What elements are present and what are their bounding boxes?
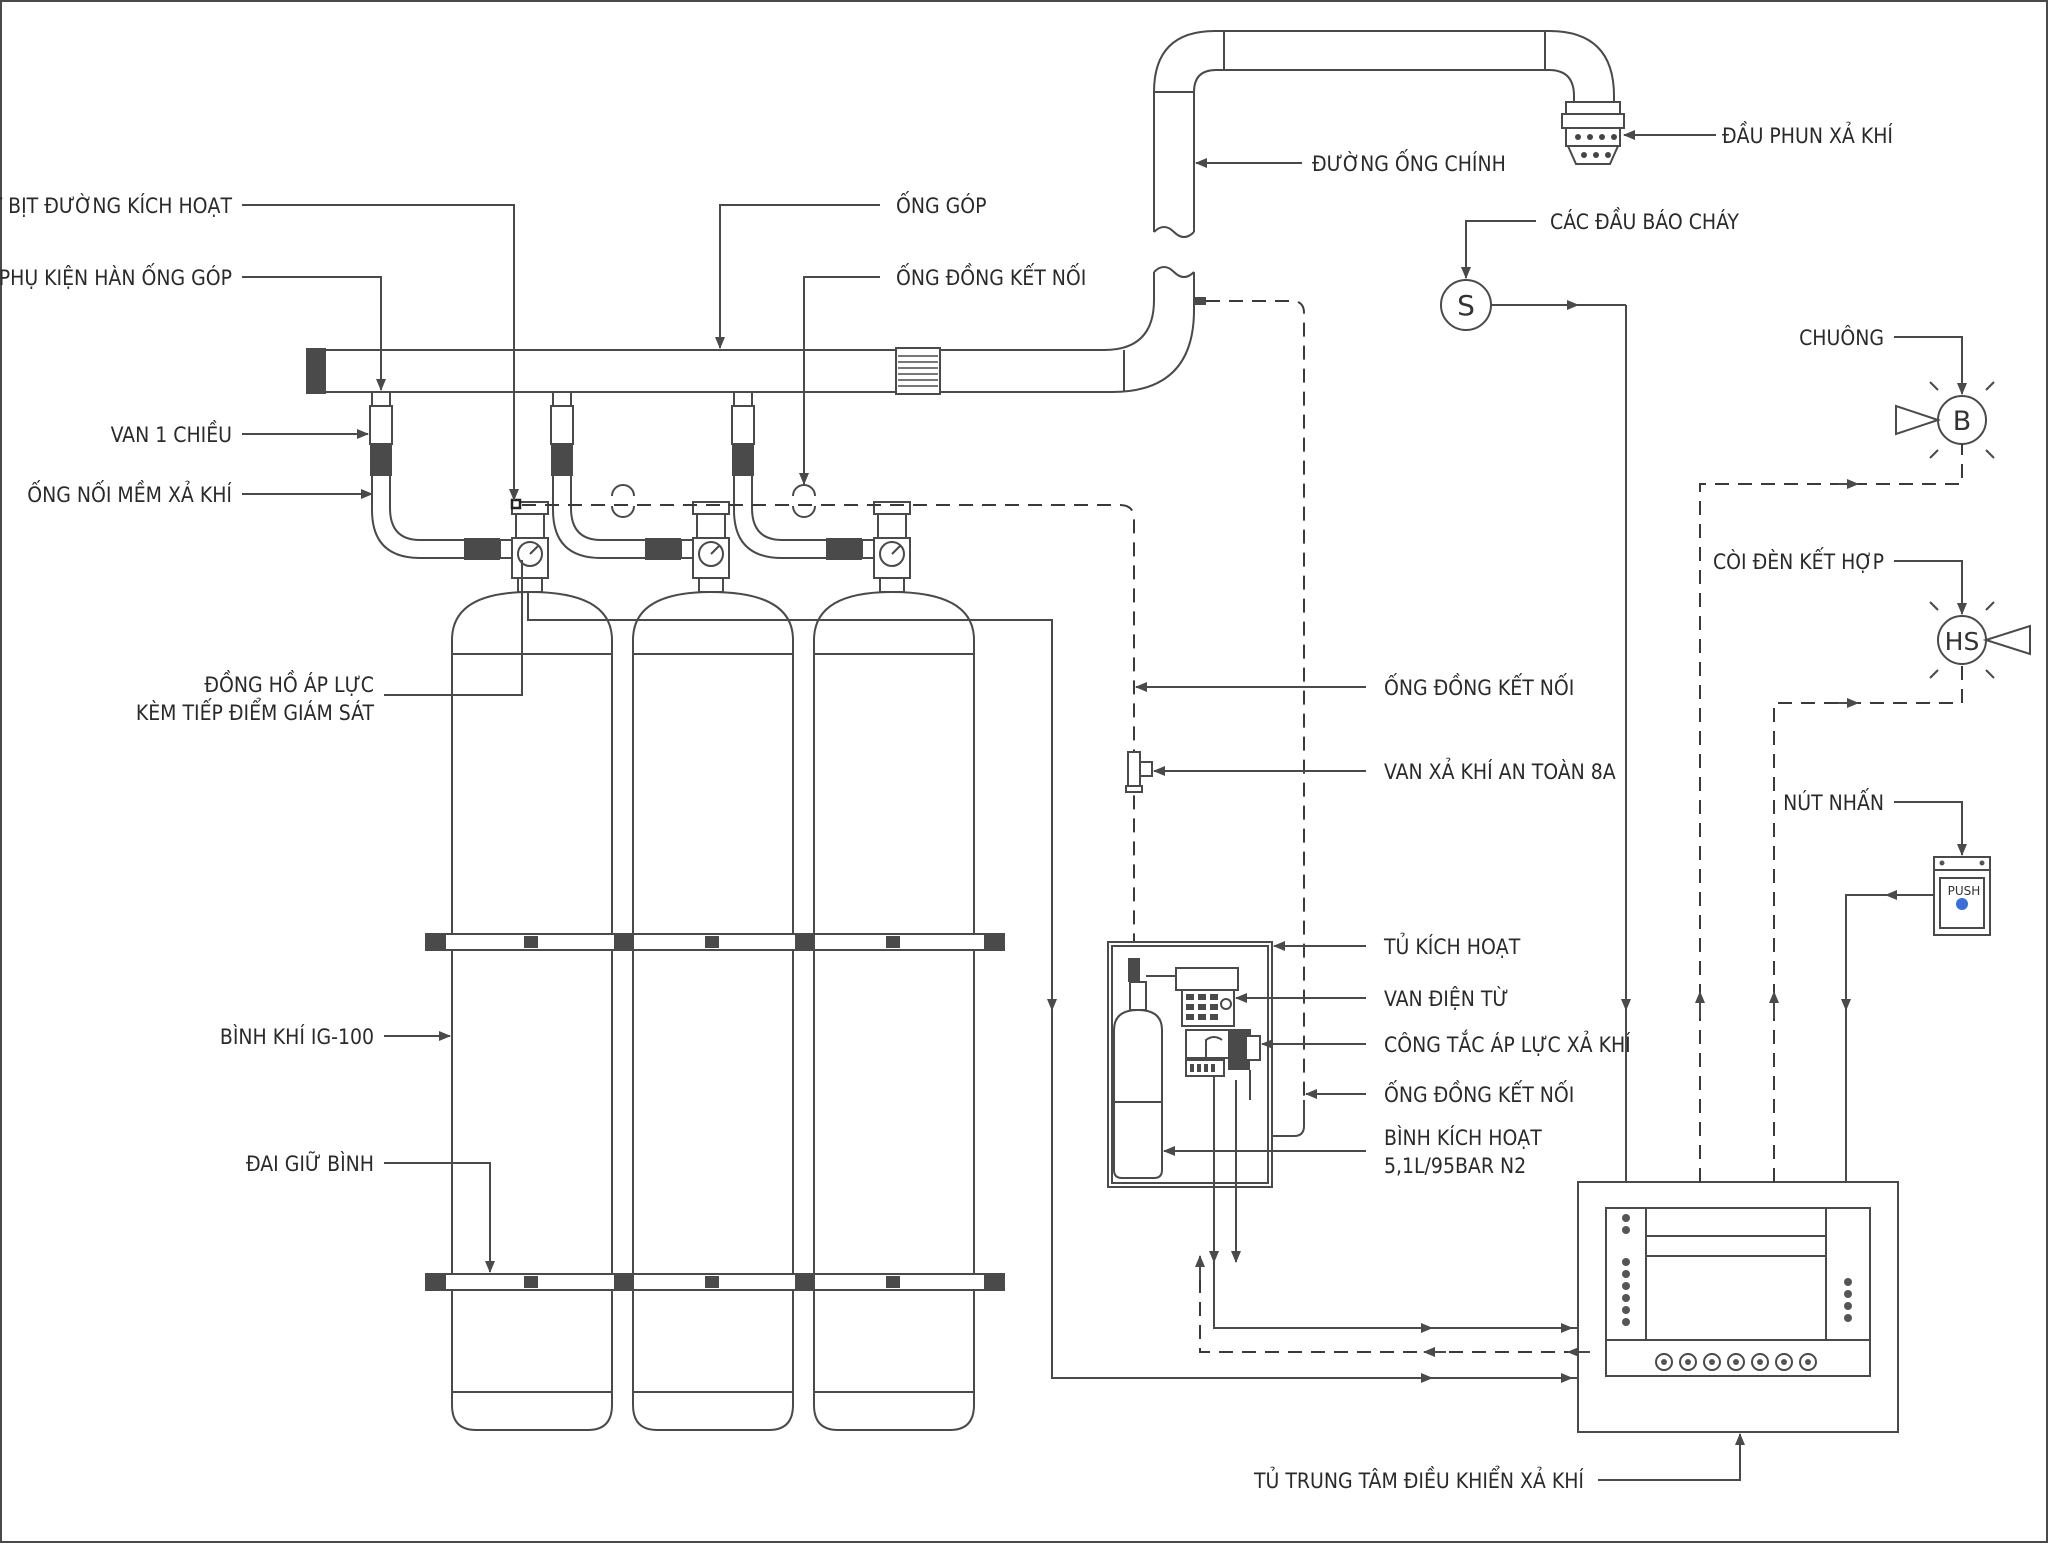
svg-text:B: B xyxy=(1953,406,1972,437)
loop-symbols xyxy=(611,484,816,518)
label-dong-ho-1: ĐỒNG HỒ ÁP LỰC xyxy=(204,670,374,697)
label-ong-dong-mid: ỐNG ĐỒNG KẾT NỐI xyxy=(1384,672,1574,700)
manifold xyxy=(306,347,1112,395)
labels: NÚT BỊT ĐƯỜNG KÍCH HOẠT PHỤ KIỆN HÀN ỐNG… xyxy=(0,121,1893,1493)
label-cong-tac: CÔNG TẮC ÁP LỰC XẢ KHÍ xyxy=(1384,1029,1631,1057)
label-binh-kich-2: 5,1L/95BAR N2 xyxy=(1384,1154,1526,1178)
label-tu-kich-hoat: TỦ KÍCH HOẠT xyxy=(1383,932,1521,959)
cylinders xyxy=(451,590,975,1431)
leader-lines xyxy=(242,130,1967,1481)
label-ong-dong-top: ỐNG ĐỒNG KẾT NỐI xyxy=(896,262,1086,290)
label-phu-kien: PHỤ KIỆN HÀN ỐNG GÓP xyxy=(0,262,232,290)
label-van-1-chieu: VAN 1 CHIỀU xyxy=(111,420,232,447)
label-dai-giu: ĐAI GIỮ BÌNH xyxy=(246,1150,374,1176)
check-valves-and-hoses xyxy=(369,391,879,560)
safety-relief-valve xyxy=(1125,751,1153,793)
smoke-detector-symbol: S xyxy=(1440,279,1492,331)
label-ong-dong-low: ỐNG ĐỒNG KẾT NỐI xyxy=(1384,1079,1574,1107)
label-van-dien-tu: VAN ĐIỆN TỪ xyxy=(1384,986,1509,1011)
label-nut-nhan: NÚT NHẤN xyxy=(1783,788,1884,815)
svg-text:S: S xyxy=(1457,289,1475,322)
main-pipe xyxy=(1103,30,1615,393)
bell-symbol: B xyxy=(1895,381,1995,459)
label-duong-ong: ĐƯỜNG ỐNG CHÍNH xyxy=(1312,148,1506,176)
horn-strobe-symbol: HS xyxy=(1929,601,2031,679)
label-chuong: CHUÔNG xyxy=(1799,325,1884,350)
label-dau-phun: ĐẦU PHUN XẢ KHÍ xyxy=(1722,121,1893,148)
activation-cabinet xyxy=(1107,941,1273,1188)
control-panel xyxy=(1577,1181,1899,1433)
label-tu-trung-tam: TỦ TRUNG TÂM ĐIỀU KHIỂN XẢ KHÍ xyxy=(1253,1466,1584,1493)
label-dong-ho-2: KÈM TIẾP ĐIỂM GIÁM SÁT xyxy=(136,698,375,725)
wiring xyxy=(527,300,1963,1383)
discharge-nozzle xyxy=(1561,101,1625,165)
label-binh-kich-1: BÌNH KÍCH HOẠT xyxy=(1384,1125,1542,1150)
svg-text:HS: HS xyxy=(1945,627,1980,656)
label-dau-bao-chay: CÁC ĐẦU BÁO CHÁY xyxy=(1550,207,1739,234)
cylinder-straps xyxy=(425,933,1005,1291)
label-ong-noi-mem: ỐNG NỐI MỀM XẢ KHÍ xyxy=(27,479,232,507)
label-binh-khi: BÌNH KHÍ IG-100 xyxy=(220,1024,374,1049)
label-van-xa: VAN XẢ KHÍ AN TOÀN 8A xyxy=(1384,758,1616,784)
label-coi-den: CÒI ĐÈN KẾT HỢP xyxy=(1713,547,1884,574)
push-button-symbol: PUSH xyxy=(1933,856,1991,936)
label-nut-bit: NÚT BỊT ĐƯỜNG KÍCH HOẠT xyxy=(0,193,232,218)
label-ong-gop: ỐNG GÓP xyxy=(896,190,987,218)
svg-text:PUSH: PUSH xyxy=(1948,884,1981,898)
